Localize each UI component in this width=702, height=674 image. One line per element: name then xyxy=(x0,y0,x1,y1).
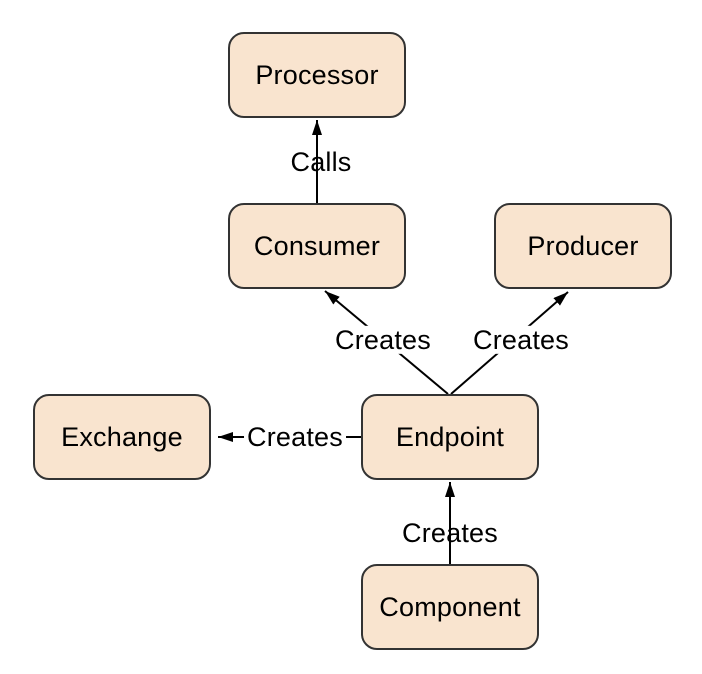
node-producer-label: Producer xyxy=(527,230,639,261)
node-endpoint: Endpoint xyxy=(361,394,539,480)
node-consumer: Consumer xyxy=(228,203,406,289)
node-producer: Producer xyxy=(494,203,672,289)
edge-label-calls: Calls xyxy=(290,146,352,177)
node-exchange: Exchange xyxy=(33,394,211,480)
edge-label-creates-producer: Creates xyxy=(470,325,572,354)
node-exchange-label: Exchange xyxy=(61,421,183,452)
node-processor: Processor xyxy=(228,32,406,118)
node-consumer-label: Consumer xyxy=(253,230,381,261)
node-endpoint-label: Endpoint xyxy=(395,421,505,452)
node-component: Component xyxy=(361,564,539,650)
edge-label-creates-exchange: Creates xyxy=(244,422,346,451)
edge-label-creates-component: Creates xyxy=(402,517,498,548)
node-component-label: Component xyxy=(379,591,521,622)
node-processor-label: Processor xyxy=(255,59,379,90)
edge-label-creates-consumer: Creates xyxy=(332,325,434,354)
